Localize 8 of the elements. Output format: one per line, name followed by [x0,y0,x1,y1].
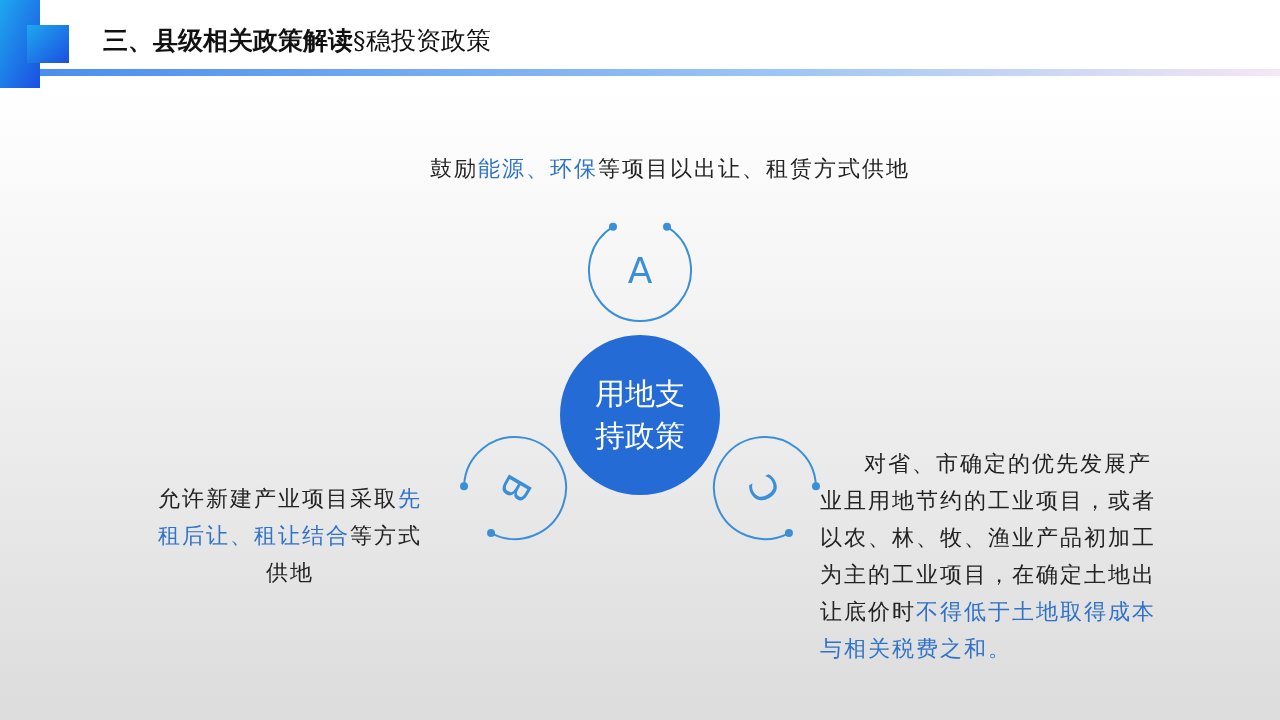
topic-circle: 用地支持政策 [560,335,720,495]
letter-ring: B [463,436,567,540]
letter-ring: C [713,436,817,540]
policy-text: 允许新建产业项目采取先租后让、租让结合等方式供地 [157,485,423,587]
policy-text: 鼓励能源、环保等项目以出让、租赁方式供地 [429,155,911,183]
letter-ring: A [588,218,692,322]
policy-text: 对省、市确定的优先发展产业且用地节约的工业项目，或者以农、林、牧、渔业产品初加工为主的工业项目，在确定土地出让底价时不得低于土地取得成本与相关税费之和。 [820,450,1157,663]
slide-title: 三、县级相关政策解读§稳投资政策 [103,25,491,57]
